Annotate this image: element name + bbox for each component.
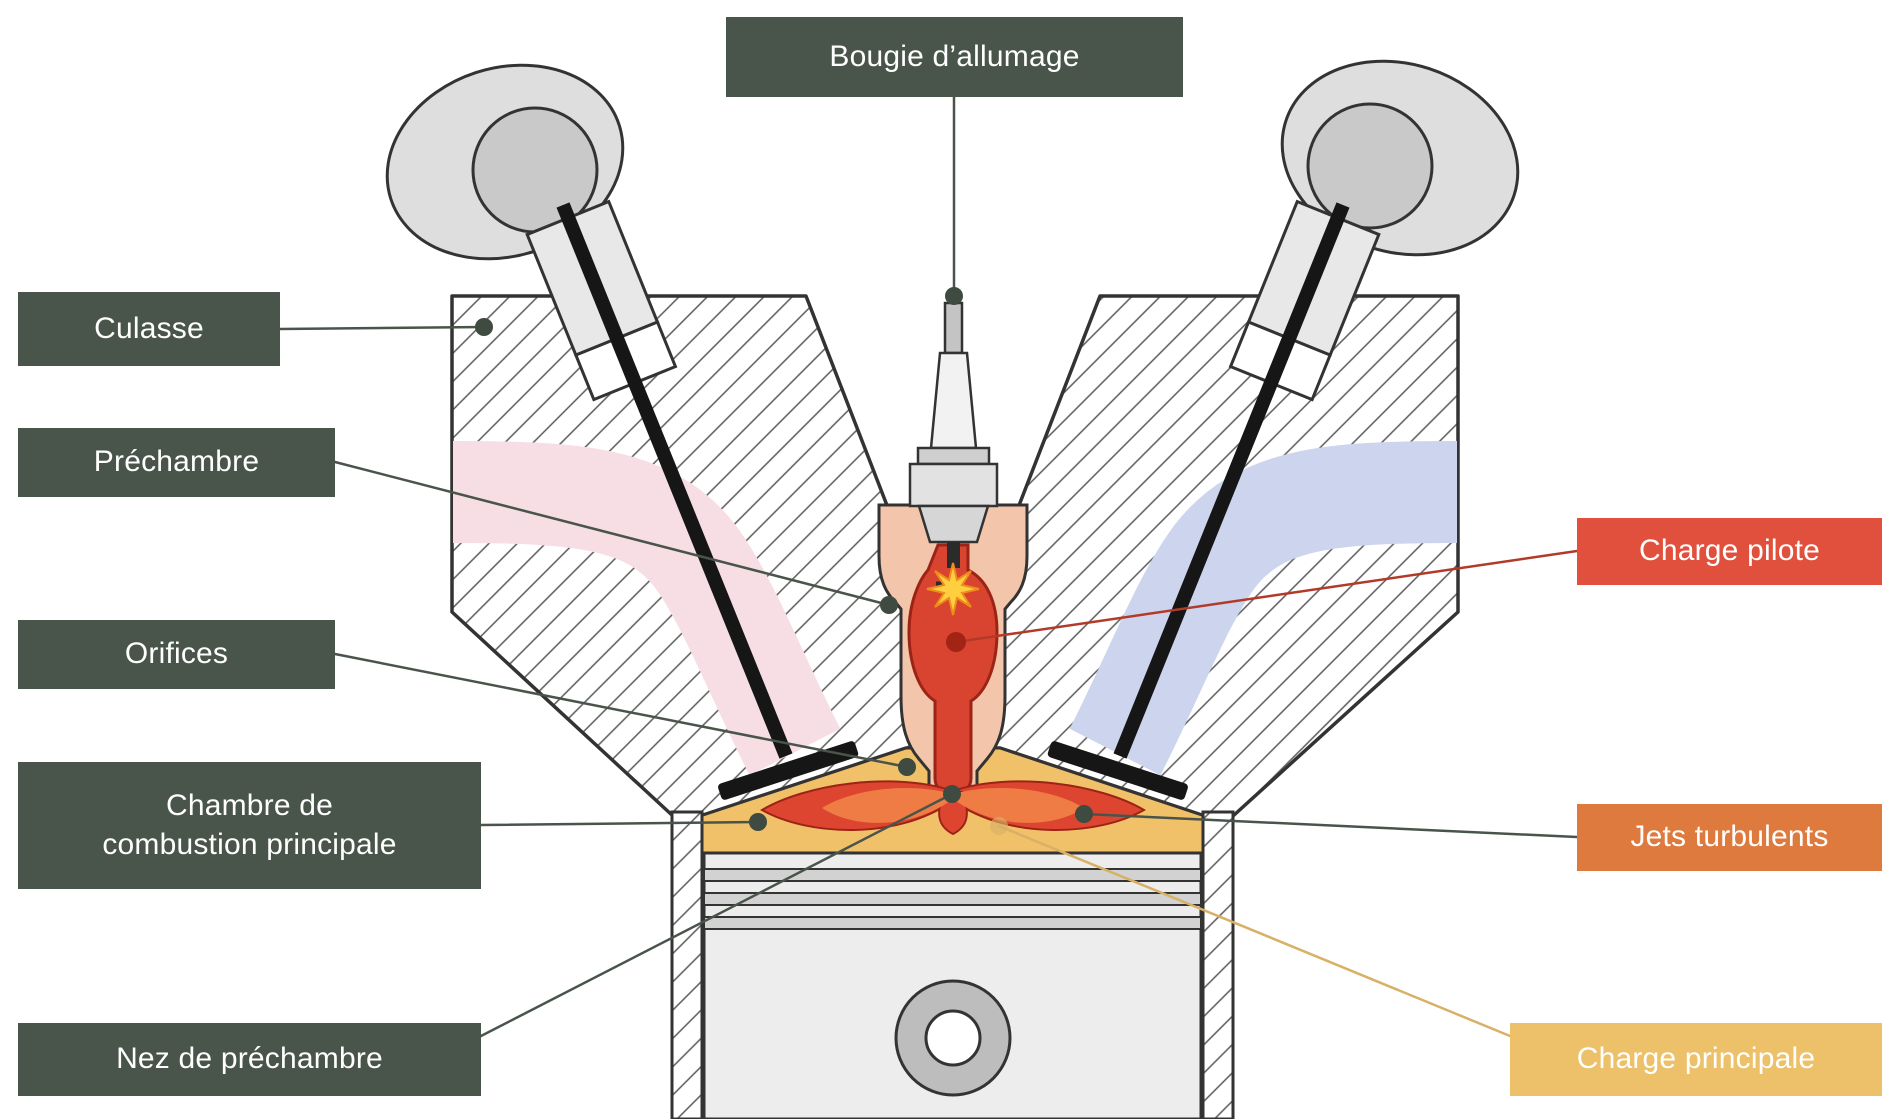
- label-charge-principale: Charge principale: [1510, 1023, 1882, 1096]
- label-orifices: Orifices: [18, 620, 335, 689]
- label-jets-turbulents: Jets turbulents: [1577, 804, 1882, 871]
- leader-prechambre: [333, 460, 891, 607]
- anchor-dot-charge-pilote: [946, 632, 966, 652]
- label-prechambre: Préchambre: [18, 428, 335, 497]
- anchor-dot-orifices: [898, 758, 916, 776]
- label-chambre-combustion: Chambre de combustion principale: [18, 762, 481, 889]
- anchor-dot-bougie: [945, 287, 963, 305]
- leader-charge-pilote: [954, 549, 1579, 644]
- wrist-pin-bore: [924, 1009, 982, 1067]
- piston-ring: [703, 868, 1202, 882]
- label-chambre-combustion-line1: Chambre de: [165, 789, 334, 823]
- anchor-dot-nez: [943, 785, 961, 803]
- leader-chambre: [479, 820, 760, 827]
- spark-icon: [926, 562, 980, 616]
- spark-plug-terminal: [943, 301, 964, 355]
- leader-orifices: [333, 652, 909, 769]
- piston-ring: [703, 916, 1202, 930]
- anchor-dot-prechambre: [880, 596, 898, 614]
- piston: [702, 851, 1203, 1119]
- label-culasse: Culasse: [18, 292, 280, 366]
- cylinder-wall-left: [670, 810, 704, 1119]
- spark-plug-electrode: [947, 542, 960, 568]
- intake-valve: [556, 202, 859, 800]
- label-nez-prechambre: Nez de préchambre: [18, 1023, 481, 1096]
- spark-plug: [908, 301, 999, 587]
- piston-ring: [703, 892, 1202, 906]
- right-cam-circle: [1306, 102, 1434, 230]
- anchor-dot-culasse: [475, 318, 493, 336]
- anchor-dot-jets: [1075, 805, 1093, 823]
- leader-lines: [278, 95, 1579, 1038]
- spark-plug-insulator: [929, 351, 978, 450]
- anchor-dot-chambre: [749, 813, 767, 831]
- cylinder-wall-right: [1201, 810, 1235, 1119]
- left-rocker: [385, 63, 625, 261]
- label-chambre-combustion-line2: combustion principale: [102, 827, 397, 861]
- leader-jets: [1082, 812, 1579, 839]
- spark-plug-hex: [908, 462, 999, 508]
- leader-charge-principale: [997, 824, 1512, 1038]
- exhaust-valve: [1047, 202, 1350, 800]
- label-bougie-allumage: Bougie d’allumage: [726, 17, 1183, 97]
- anchor-dot-charge-principale: [990, 817, 1008, 835]
- anchor-dots: [475, 287, 1093, 835]
- label-charge-pilote: Charge pilote: [1577, 518, 1882, 585]
- leader-culasse: [278, 325, 486, 331]
- leader-nez: [479, 792, 954, 1038]
